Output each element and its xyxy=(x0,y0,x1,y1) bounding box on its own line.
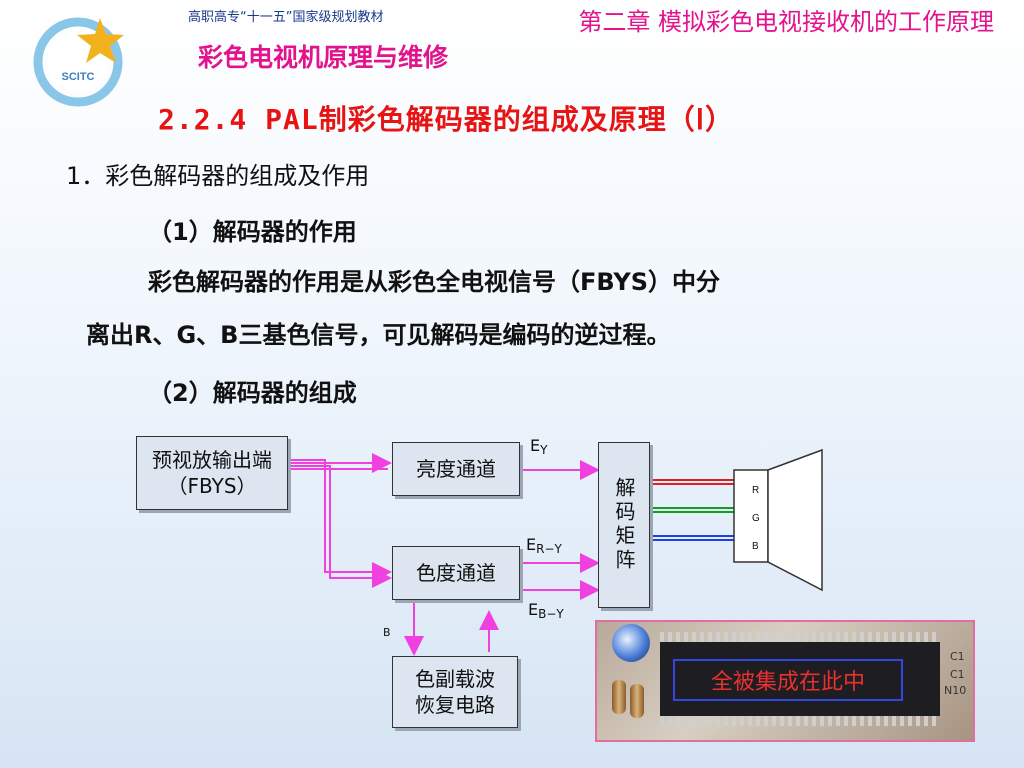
chip-pins xyxy=(660,632,940,642)
paragraph-line-2: 离出R、G、B三基色信号，可见解码是编码的逆过程。 xyxy=(86,321,671,349)
trimmer-knob xyxy=(612,624,650,662)
luma-channel-box: 亮度通道 xyxy=(392,442,520,496)
chroma-channel-box: 色度通道 xyxy=(392,546,520,600)
arrow-to-chroma xyxy=(290,459,392,582)
picture-tube xyxy=(733,448,823,592)
arrow-to-chroma-2 xyxy=(290,465,392,588)
paragraph-line-1: 彩色解码器的作用是从彩色全电视信号（FBYS）中分 xyxy=(148,268,721,296)
logo: SCITC xyxy=(30,8,130,108)
b-arrow-label: B xyxy=(383,626,391,639)
board-mark: N10 xyxy=(944,684,967,697)
ery-label: ER−Y xyxy=(526,535,562,556)
resistor xyxy=(612,680,626,714)
board-mark: C1 xyxy=(950,650,965,663)
decoder-ic-chip xyxy=(660,642,940,716)
decode-matrix-box: 解码矩阵 xyxy=(598,442,650,608)
section-title: 2.2.4 PAL制彩色解码器的组成及原理（Ⅰ） xyxy=(158,103,734,136)
tube-b-label: B xyxy=(752,541,759,552)
logo-text: SCITC xyxy=(62,71,95,83)
board-mark: C1 xyxy=(950,668,965,681)
ey-label: EY xyxy=(530,436,548,457)
input-box: 预视放输出端（FBYS） xyxy=(136,436,288,510)
chip-pins xyxy=(660,716,940,726)
resistor xyxy=(630,684,644,718)
eby-label: EB−Y xyxy=(528,600,564,621)
heading-structure: （2）解码器的组成 xyxy=(148,379,357,407)
heading-composition: 1．彩色解码器的组成及作用 xyxy=(66,162,370,190)
chapter-title: 第二章 模拟彩色电视接收机的工作原理 xyxy=(578,8,994,36)
top-caption: 高职高专“十一五”国家级规划教材 xyxy=(188,10,384,25)
tube-g-label: G xyxy=(752,513,760,524)
tube-r-label: R xyxy=(752,485,759,496)
book-title: 彩色电视机原理与维修 xyxy=(197,43,448,72)
chip-label: 全被集成在此中 xyxy=(673,659,903,701)
heading-function: （1）解码器的作用 xyxy=(148,218,357,246)
subcarrier-recovery-box: 色副载波恢复电路 xyxy=(392,656,518,728)
